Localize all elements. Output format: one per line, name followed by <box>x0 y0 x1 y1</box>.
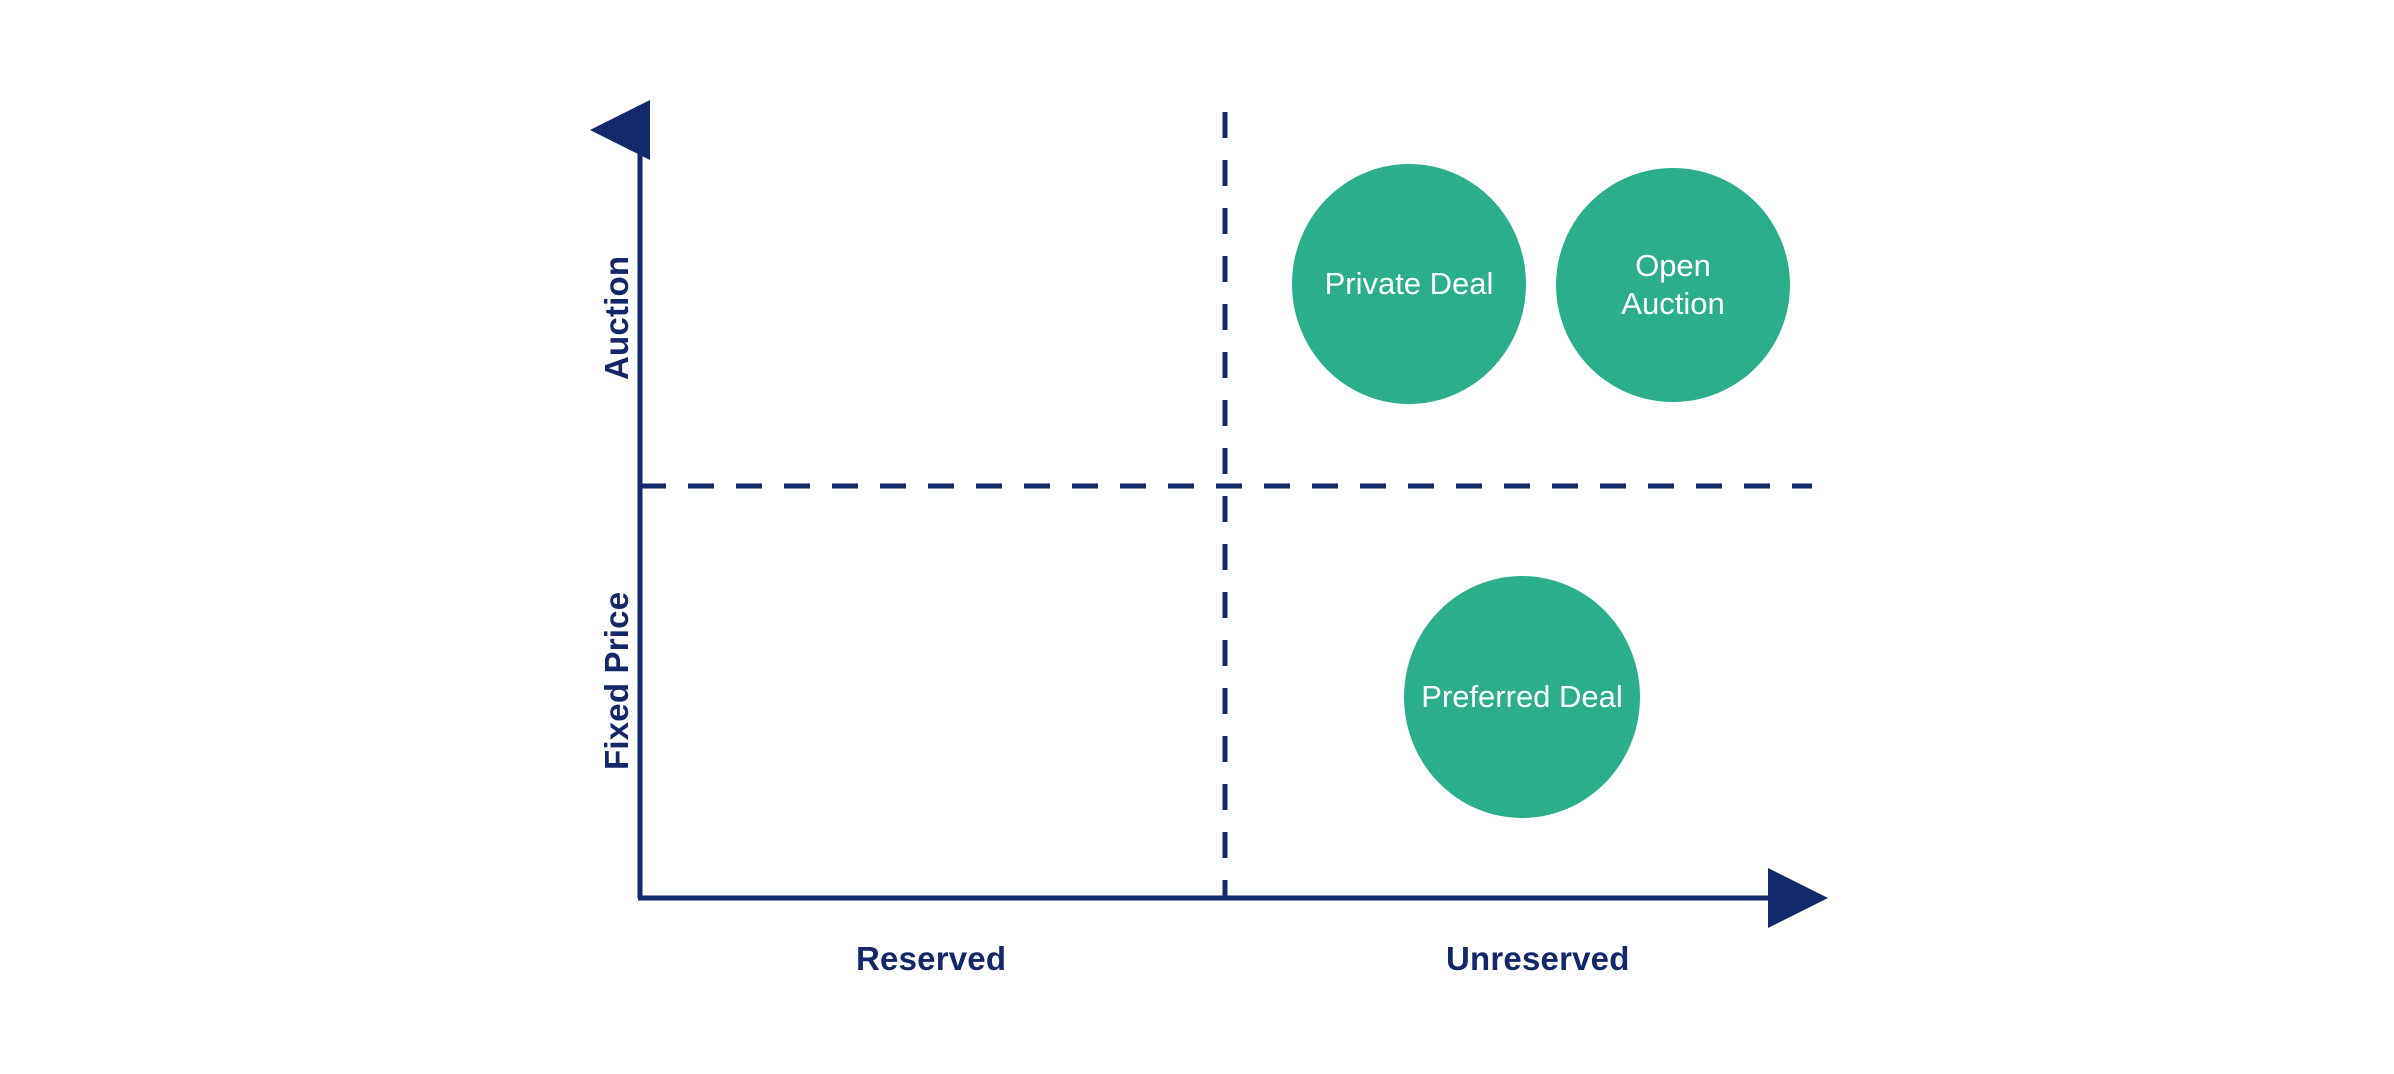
x-axis-label-reserved: Reserved <box>856 940 1007 977</box>
bubble-preferred-deal[interactable]: Preferred Deal <box>1404 576 1640 818</box>
bubble-label-private-deal: Private Deal <box>1324 266 1494 302</box>
bubble-label-preferred-deal: Preferred Deal <box>1421 679 1623 715</box>
bubble-private-deal[interactable]: Private Deal <box>1292 164 1526 404</box>
bubble-open-auction[interactable]: Open Auction <box>1556 168 1790 402</box>
y-axis-label-auction: Auction <box>598 255 635 380</box>
x-axis-label-unreserved: Unreserved <box>1446 940 1630 977</box>
bubble-label-open-auction: Open Auction <box>1621 248 1725 321</box>
y-axis-label-fixed-price: Fixed Price <box>598 591 635 770</box>
